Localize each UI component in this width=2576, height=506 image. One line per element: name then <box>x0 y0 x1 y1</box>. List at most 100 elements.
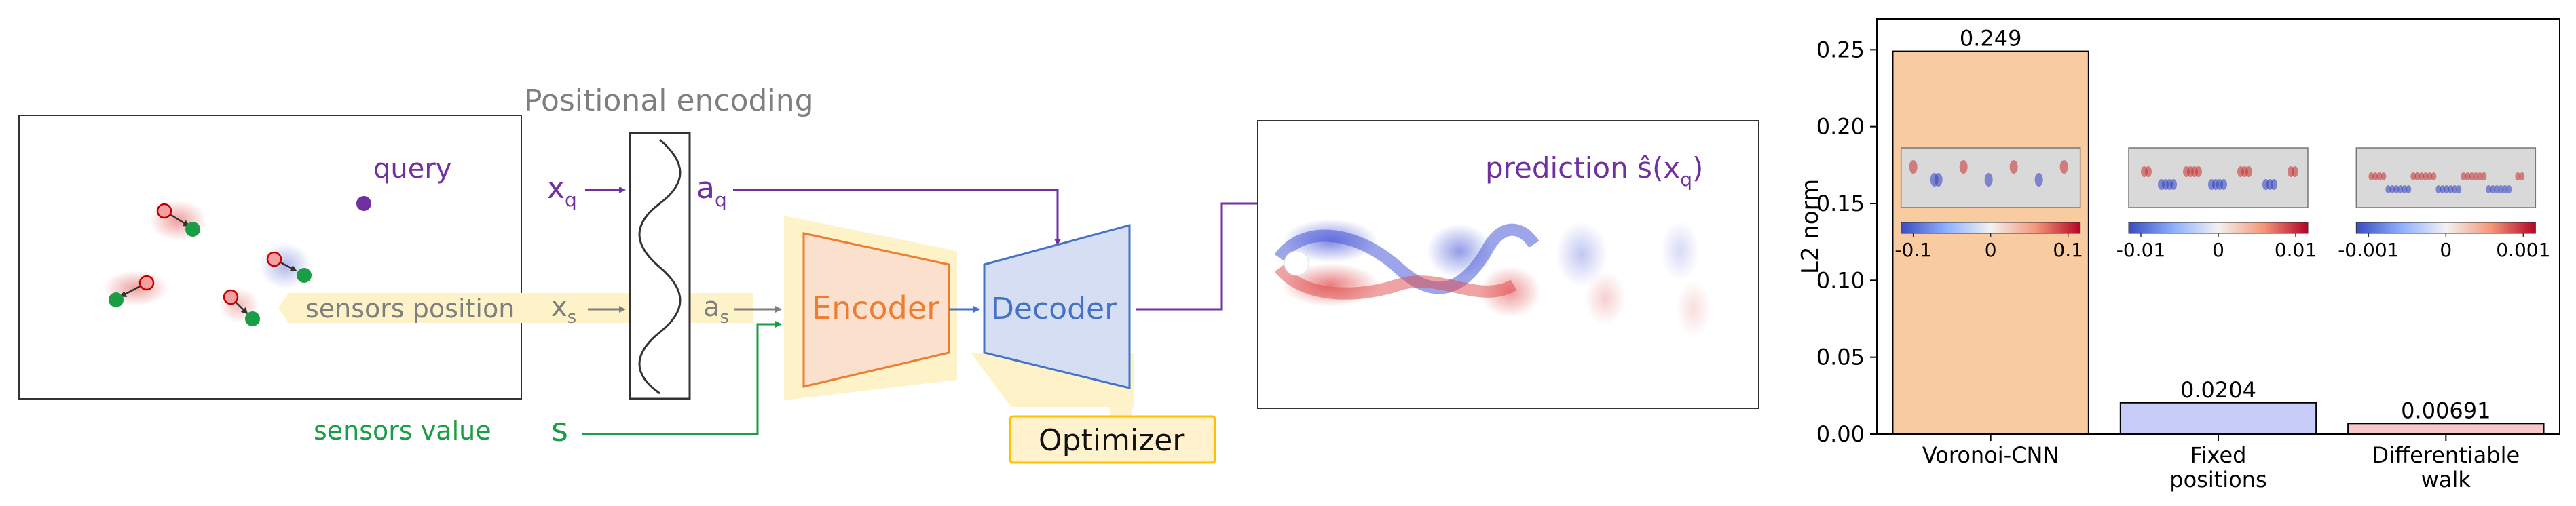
field-blob <box>2456 185 2462 193</box>
field-blob <box>2009 160 2018 174</box>
y-tick-label: 0.05 <box>1816 345 1865 370</box>
query-label: query <box>373 153 451 184</box>
field-blob <box>2448 185 2454 193</box>
colorbar <box>2355 222 2536 234</box>
sensor-walk-4 <box>219 288 260 326</box>
field-blob <box>2469 172 2475 180</box>
sensor-final-marker <box>185 222 200 237</box>
prediction-field-panel: prediction ŝ(xq) <box>1257 120 1759 409</box>
colorbar-tick-label: -0.01 <box>2116 239 2165 261</box>
colorbar <box>1901 222 2081 234</box>
colorbar-tick-label: 0.01 <box>2275 239 2317 261</box>
field-blob <box>1909 160 1918 174</box>
x-tick-label: walk <box>2421 467 2471 492</box>
field-blob <box>2481 172 2487 180</box>
field-blob <box>2419 172 2425 180</box>
y-tick-label: 0.10 <box>1816 267 1865 293</box>
sensor-final-marker <box>245 311 260 326</box>
field-blob <box>2486 185 2492 193</box>
colorbar-tick-label: -0.1 <box>1894 239 1932 261</box>
field-blob <box>2440 185 2446 193</box>
sensor-domain-panel: query <box>18 115 522 400</box>
colorbar-tick-label: 0 <box>2440 239 2452 261</box>
field-blob <box>2477 172 2483 180</box>
colorbar <box>2128 222 2309 234</box>
xq-input: xq <box>547 171 626 211</box>
field-blob <box>2208 179 2215 190</box>
field-blob <box>2494 185 2500 193</box>
x-tick-label: Differentiable <box>2372 442 2520 468</box>
sensor-initial-marker <box>156 203 172 219</box>
field-blob <box>2431 172 2437 180</box>
bar-value-label: 0.00691 <box>2401 397 2490 423</box>
field-blob <box>2435 185 2442 193</box>
l2-norm-bar-chart: L2 norm 0.000.050.100.150.200.25 0.2490.… <box>1797 18 2560 492</box>
s-label: s <box>551 411 568 449</box>
colorbar-tick-label: 0.1 <box>2053 239 2083 261</box>
sensor-final-marker <box>109 292 124 307</box>
field-blob <box>2444 185 2450 193</box>
xs-input: xs <box>551 292 626 328</box>
svg-text:aq: aq <box>696 171 727 211</box>
y-axis-ticks: 0.000.050.100.150.200.25 <box>1816 37 1877 447</box>
field-blob <box>2372 172 2378 180</box>
svg-text:xs: xs <box>551 292 576 328</box>
sensors-position-label: sensors position <box>305 294 515 324</box>
field-blob <box>2376 172 2383 180</box>
field-blob <box>2381 172 2387 180</box>
decoder-label: Decoder <box>991 292 1117 326</box>
x-tick-label: positions <box>2169 467 2266 492</box>
field-blob <box>2506 185 2512 193</box>
x-tick-label: Fixed <box>2190 442 2247 468</box>
field-blob <box>2389 185 2395 193</box>
bar-2 <box>2119 402 2317 435</box>
cylinder-obstacle <box>1284 250 1309 276</box>
sensor-walk-3 <box>259 243 312 289</box>
encoder-label: Encoder <box>812 290 939 326</box>
sensors-value-label: sensors value <box>314 416 491 446</box>
y-tick-label: 0.20 <box>1816 114 1865 140</box>
bar-value-label: 0.0204 <box>2180 377 2256 403</box>
field-blob <box>2498 185 2504 193</box>
colorbar-tick-label: -0.001 <box>2338 239 2399 261</box>
sinusoid-icon <box>638 138 682 395</box>
sensors-value-flow: sensors value s <box>314 321 782 449</box>
field-blob <box>2406 185 2412 193</box>
bars-layer: 0.249 0.0204 0.00691 <box>1892 26 2545 435</box>
field-blob <box>2473 172 2479 180</box>
field-blob <box>2393 185 2400 193</box>
field-blob <box>1984 173 1993 187</box>
field-blob <box>2262 179 2269 190</box>
sensor-initial-marker <box>266 251 282 267</box>
sensor-walk-1 <box>149 200 206 241</box>
field-blob <box>2183 166 2190 177</box>
field-blob <box>1959 160 1968 174</box>
decoder-block: Decoder <box>983 224 1131 389</box>
field-blob <box>2465 172 2471 180</box>
y-tick-label: 0.25 <box>1816 37 1865 62</box>
sensor-initial-marker <box>223 289 239 305</box>
svg-text:xq: xq <box>547 171 577 211</box>
as-output: as <box>703 292 782 328</box>
field-blob <box>2237 166 2244 177</box>
query-point <box>356 196 371 211</box>
sensor-walk-2 <box>103 271 168 307</box>
prediction-label: prediction ŝ(xq) <box>1485 151 1703 191</box>
field-blob <box>2059 160 2068 174</box>
field-blob <box>2402 185 2408 193</box>
field-blob <box>2427 172 2433 180</box>
field-blob <box>2410 172 2416 180</box>
aq-output: aq <box>696 171 1061 246</box>
field-blob <box>1930 173 1939 187</box>
field-blob <box>2141 166 2148 177</box>
field-blob <box>2397 185 2404 193</box>
field-blob <box>2034 173 2043 187</box>
bar-value-label: 0.249 <box>1960 26 2022 52</box>
y-tick-label: 0.00 <box>1816 421 1865 447</box>
sensor-final-marker <box>297 268 312 283</box>
